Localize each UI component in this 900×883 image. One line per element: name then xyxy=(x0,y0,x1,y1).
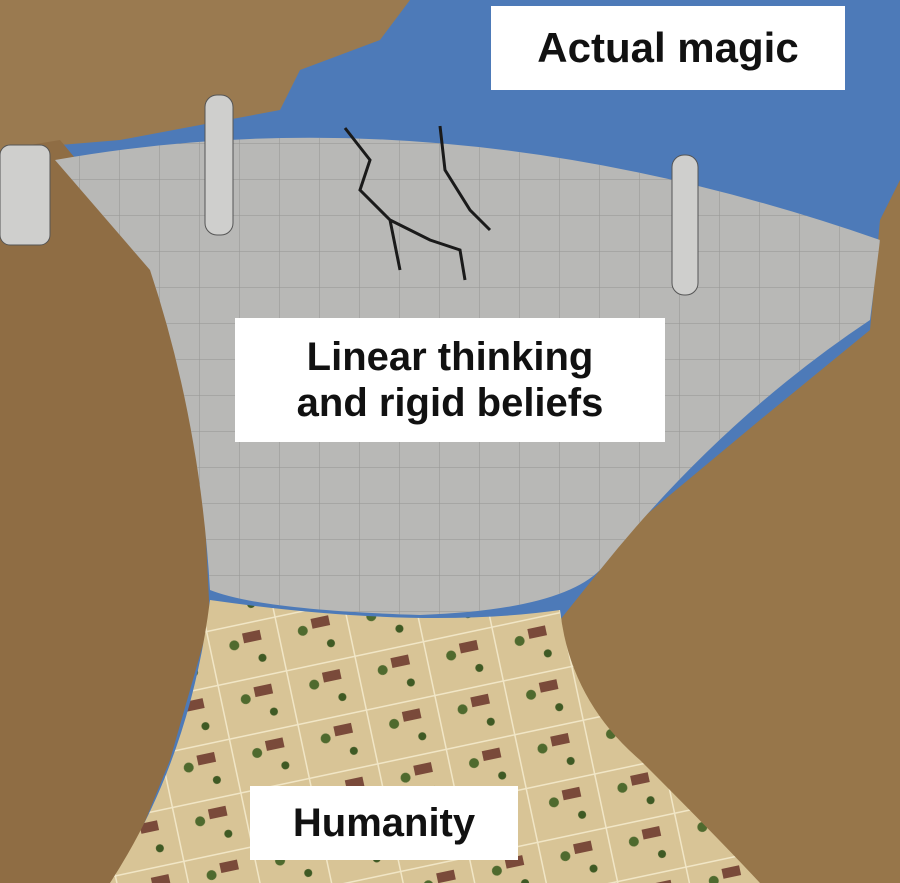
intake-tower xyxy=(0,144,51,246)
right-canyon-wall xyxy=(560,180,900,883)
town-label: Humanity xyxy=(250,786,518,860)
left-canyon-wall xyxy=(0,140,210,883)
dam-label-line1: Linear thinking xyxy=(306,335,594,379)
dam-label: Linear thinking and rigid beliefs xyxy=(235,318,665,442)
dam-cracks xyxy=(343,125,492,281)
intake-tower xyxy=(204,94,234,236)
intake-tower xyxy=(671,154,699,296)
upper-left-cliff xyxy=(0,0,410,150)
water-label: Actual magic xyxy=(491,6,845,90)
dam-label-line2: and rigid beliefs xyxy=(296,381,604,425)
